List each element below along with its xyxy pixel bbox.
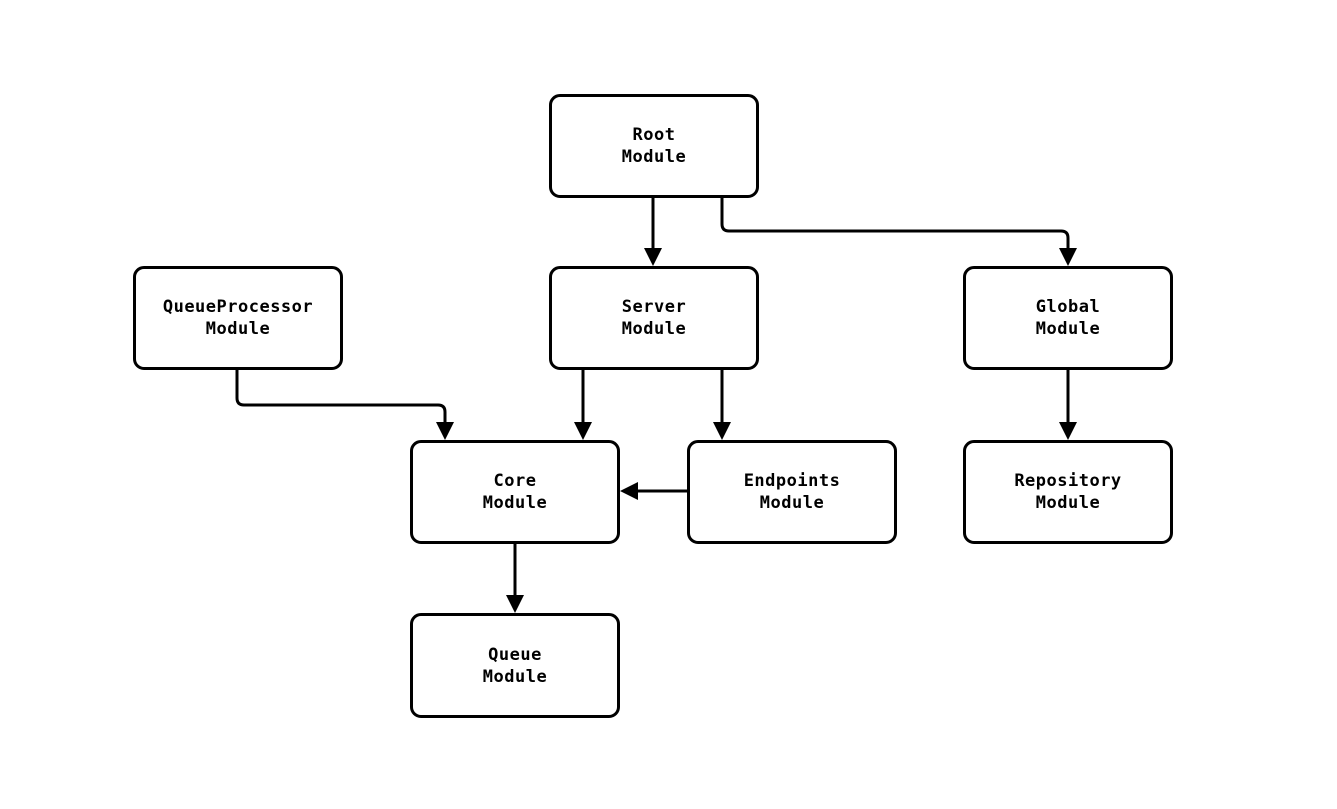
server-module-node[interactable]: Server Module xyxy=(549,266,759,370)
core-module-label-line1: Core xyxy=(493,471,537,491)
queue-module-label-line2: Module xyxy=(482,666,548,687)
queue-module-node[interactable]: Queue Module xyxy=(410,613,620,718)
root-module-label-line1: Root xyxy=(632,125,676,145)
server-module-label-line1: Server xyxy=(621,297,687,317)
repository-module-node[interactable]: Repository Module xyxy=(963,440,1173,544)
endpoints-module-node[interactable]: Endpoints Module xyxy=(687,440,897,544)
global-module-label-line1: Global xyxy=(1035,297,1101,317)
core-module-label-line2: Module xyxy=(482,493,548,513)
global-module-label-line2: Module xyxy=(1035,319,1101,339)
repository-module-label-line2: Module xyxy=(1035,493,1101,513)
edge-queueprocessor-core xyxy=(235,370,454,440)
root-module-node[interactable]: Root Module xyxy=(549,94,759,198)
endpoints-module-label-line1: Endpoints xyxy=(743,471,841,491)
queueprocessor-module-node[interactable]: QueueProcessor Module xyxy=(133,266,343,370)
queue-module-label-line1: Queue xyxy=(488,644,542,665)
queueprocessor-module-label-line2: Module xyxy=(205,319,271,339)
edge-global-repository xyxy=(1059,370,1077,440)
edge-server-endpoints xyxy=(713,370,731,440)
server-module-label-line2: Module xyxy=(621,319,687,339)
core-module-node[interactable]: Core Module xyxy=(410,440,620,544)
global-module-node[interactable]: Global Module xyxy=(963,266,1173,370)
root-module-label-line2: Module xyxy=(621,147,687,167)
repository-module-label-line1: Repository xyxy=(1014,471,1122,491)
edge-root-global xyxy=(720,198,1077,266)
edge-root-server xyxy=(644,198,662,266)
endpoints-module-label-line2: Module xyxy=(759,493,825,513)
edge-server-core xyxy=(574,370,592,440)
edge-core-queue xyxy=(506,544,524,613)
queueprocessor-module-label-line1: QueueProcessor xyxy=(162,297,314,317)
edge-endpoints-core xyxy=(620,482,687,500)
